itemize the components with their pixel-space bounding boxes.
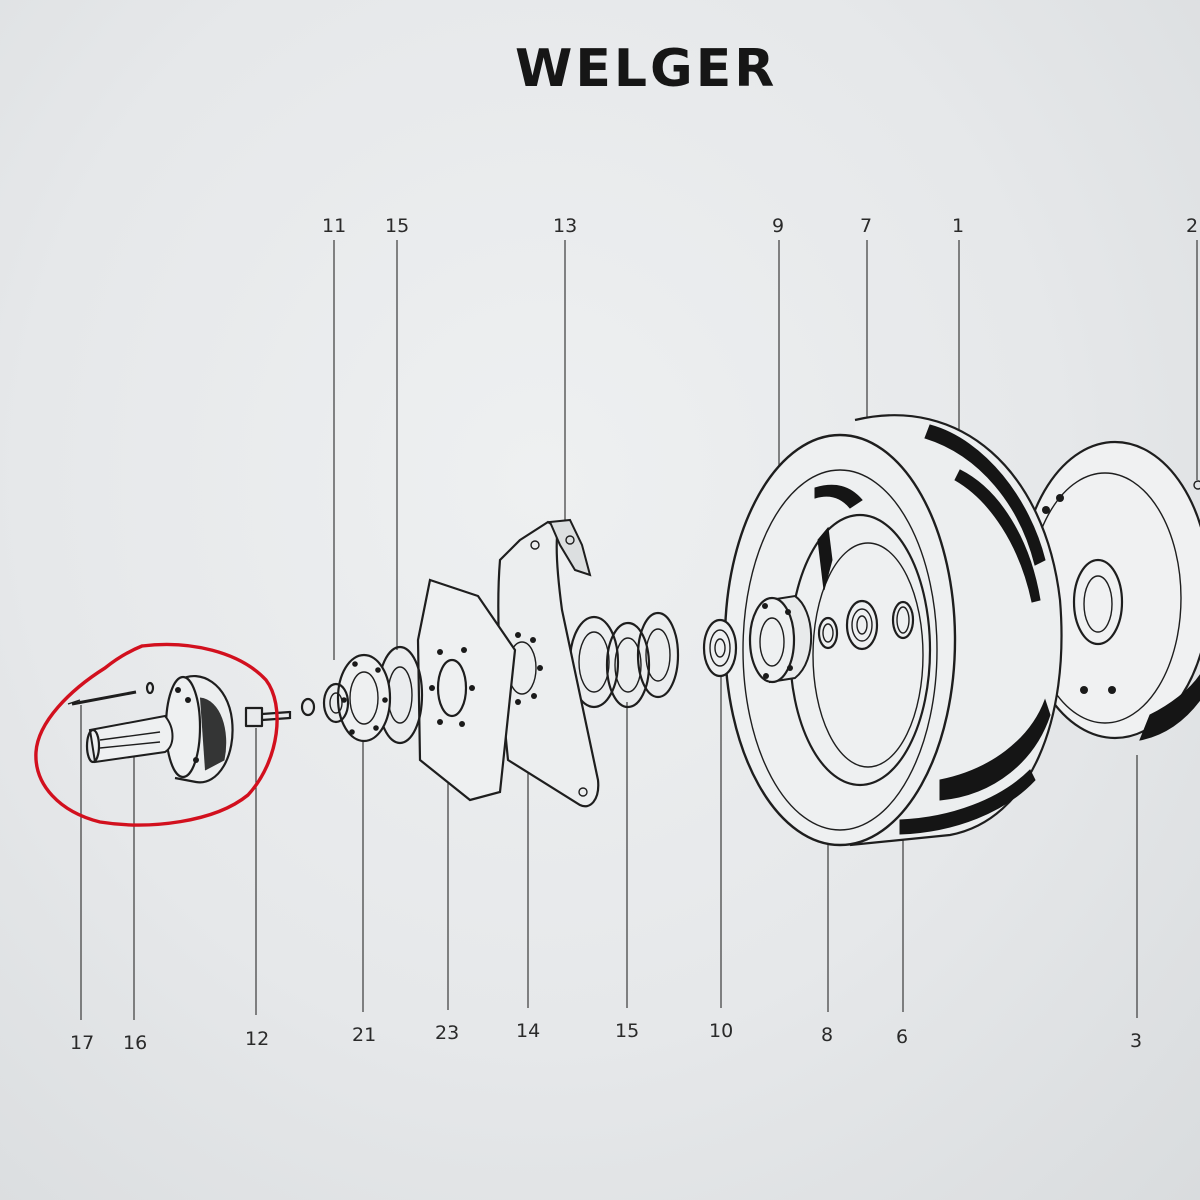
part-1-pulley-drum <box>723 414 1063 847</box>
callout-label: 2 <box>1186 215 1198 237</box>
callout-label: 7 <box>860 215 872 237</box>
callout-21: 21 <box>352 735 376 1046</box>
part-3-flange-plate <box>1018 440 1200 741</box>
part-15-washers <box>568 611 680 709</box>
part-21-flange-ring <box>336 653 392 743</box>
callout-2: 2 <box>1186 215 1198 480</box>
callout-label: 14 <box>516 1020 540 1042</box>
callout-17: 17 <box>70 705 94 1054</box>
callout-14: 14 <box>516 772 540 1042</box>
callout-label: 1 <box>952 215 964 237</box>
callout-label: 15 <box>615 1020 639 1042</box>
part-7-bearing <box>845 599 879 651</box>
part-16-shaft-flange <box>85 674 234 784</box>
part-8-spacer <box>817 616 839 650</box>
callout-label: 15 <box>385 215 409 237</box>
callout-label: 10 <box>709 1020 733 1042</box>
callout-3: 3 <box>1130 755 1142 1052</box>
part-13-tab <box>548 518 592 577</box>
part-11-nut <box>300 682 350 724</box>
callout-15-top: 15 <box>385 215 409 650</box>
callout-label: 21 <box>352 1024 376 1046</box>
part-23-hex-plate <box>416 578 517 802</box>
callout-15-bottom: 15 <box>615 702 639 1042</box>
part-6-retaining-ring <box>891 600 915 640</box>
part-10-bearing <box>702 618 738 678</box>
callout-label: 16 <box>123 1032 147 1054</box>
part-17-pin <box>67 681 155 706</box>
callout-label: 17 <box>70 1032 94 1054</box>
callout-label: 11 <box>322 215 346 237</box>
brand-logo: WELGER <box>515 39 777 99</box>
callout-label: 6 <box>896 1026 908 1048</box>
callout-label: 23 <box>435 1022 459 1044</box>
callout-12: 12 <box>245 728 269 1050</box>
callout-16: 16 <box>123 752 147 1054</box>
part-12-bolt <box>244 706 292 728</box>
callout-label: 3 <box>1130 1030 1142 1052</box>
callout-23: 23 <box>435 765 459 1044</box>
callout-label: 9 <box>772 215 784 237</box>
part-9-hub <box>748 594 813 684</box>
callout-label: 13 <box>553 215 577 237</box>
callout-11: 11 <box>322 215 346 660</box>
callout-13: 13 <box>553 215 577 525</box>
highlight-circle-annotation <box>34 642 279 827</box>
callout-10: 10 <box>709 672 733 1042</box>
callout-label: 8 <box>821 1024 833 1046</box>
callout-label: 12 <box>245 1028 269 1050</box>
